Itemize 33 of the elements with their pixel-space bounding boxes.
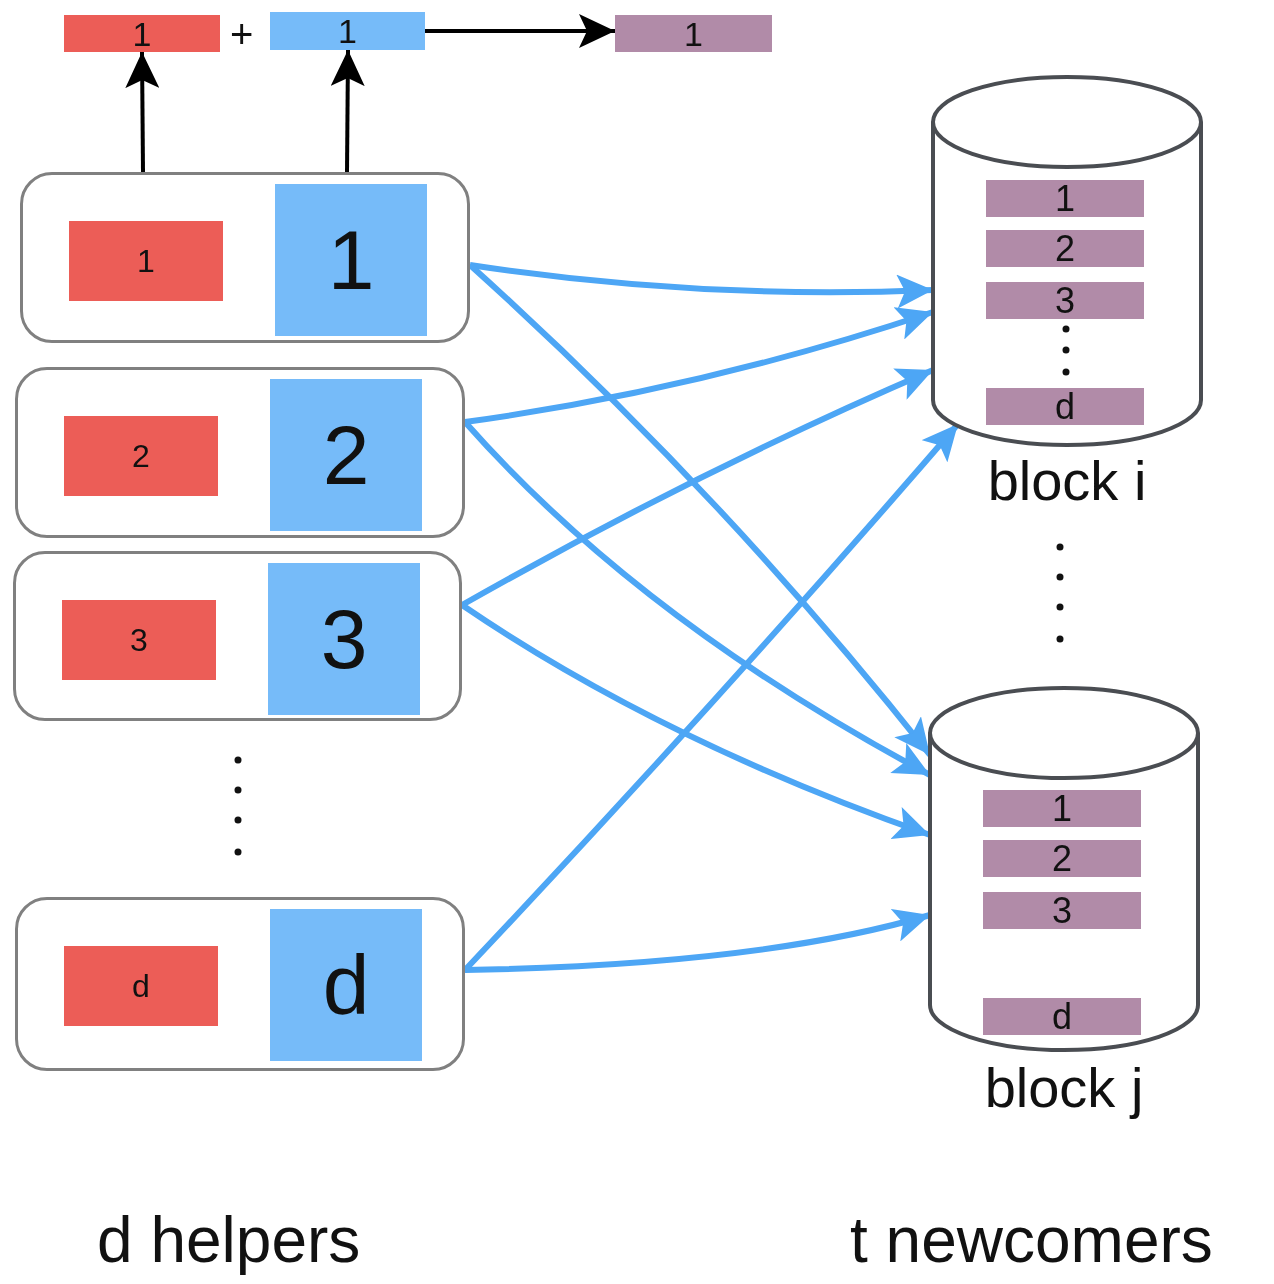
chunk-bar: 3 — [983, 892, 1141, 929]
group-label: t newcomers — [850, 1208, 1213, 1272]
chunk-bar: 1 — [64, 15, 220, 52]
plus-sign: + — [230, 14, 254, 54]
chunk-bar: d — [986, 388, 1144, 425]
chunk-bar: 2 — [270, 379, 422, 531]
helper-box — [15, 367, 465, 538]
chunk-bar: 2 — [986, 230, 1144, 267]
chunk-bar: 1 — [270, 12, 425, 50]
helper-box — [13, 551, 462, 721]
arrow — [330, 50, 365, 172]
block-label: block i — [986, 453, 1148, 509]
chunk-bar: d — [64, 946, 218, 1026]
chunk-bar: 3 — [62, 600, 216, 680]
chunk-bar: 1 — [69, 221, 223, 301]
arrow — [464, 908, 931, 973]
chunk-bar: 2 — [64, 416, 218, 496]
arrow — [125, 52, 160, 172]
chunk-bar: 3 — [986, 282, 1144, 319]
chunk-bar: 1 — [983, 790, 1141, 827]
arrow — [460, 602, 931, 839]
arrow — [464, 307, 934, 425]
chunk-bar: 3 — [268, 563, 420, 715]
chunk-bar: 1 — [275, 184, 427, 336]
helper-box — [15, 897, 465, 1071]
chunk-bar: 1 — [986, 180, 1144, 217]
chunk-bar: d — [983, 998, 1141, 1035]
arrow — [469, 262, 934, 309]
chunk-bar: 1 — [615, 15, 772, 52]
arrow — [425, 14, 615, 48]
chunk-bar: 2 — [983, 840, 1141, 877]
chunk-bar: d — [270, 909, 422, 1061]
helper-box — [20, 172, 470, 343]
